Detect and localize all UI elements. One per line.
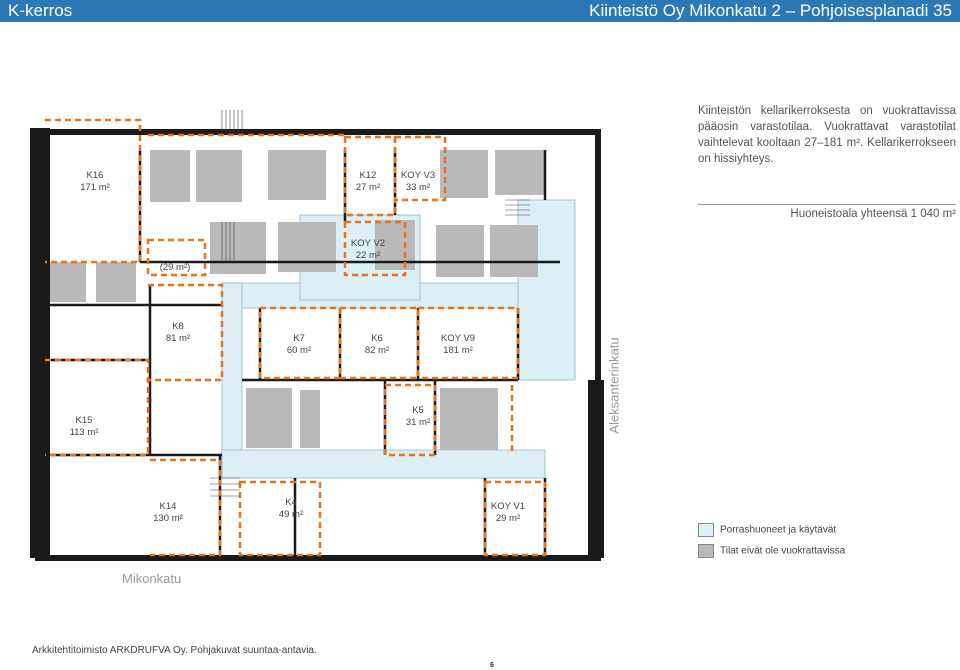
room-k5-id: K5: [412, 405, 424, 416]
description-text: Kiinteistön kellarikerroksesta on vuokra…: [698, 105, 956, 165]
room-v3-area: 33 m²: [406, 182, 430, 193]
room-k6-id: K6: [371, 333, 383, 344]
room-v3-id: KOY V3: [401, 170, 435, 181]
wall-west: [30, 128, 50, 558]
room-k4-id: K4: [285, 497, 297, 508]
room-v9-id: KOY V9: [441, 333, 475, 344]
header-bar: K-kerros Kiinteistö Oy Mikonkatu 2 – Poh…: [0, 0, 960, 22]
room-k8-id: K8: [172, 321, 184, 332]
room-k6-area: 82 m²: [365, 345, 389, 356]
legend-corridors-label: Porrashuoneet ja käytävät: [720, 524, 837, 536]
room-v2-area: 22 m²: [356, 250, 380, 261]
room-k16-area: 171 m²: [80, 182, 110, 193]
room-k5-area: 31 m²: [406, 417, 430, 428]
room-k15-area: 113 m²: [70, 427, 99, 438]
total-area: Huoneistoala yhteensä 1 040 m²: [790, 208, 956, 220]
legend-not-rentable: Tilat eivät ole vuokrattavissa: [698, 544, 845, 558]
room-shared-area: (29 m²): [160, 262, 191, 273]
room-k12-id: K12: [360, 170, 377, 181]
legend-corridors: Porrashuoneet ja käytävät: [698, 523, 836, 537]
room-k14-id: K14: [160, 501, 177, 512]
legend-not-rentable-label: Tilat eivät ole vuokrattavissa: [720, 545, 846, 557]
room-v1-id: KOY V1: [491, 501, 525, 512]
street-aleksanterinkatu: Aleksanterinkatu: [606, 337, 622, 434]
street-mikonkatu: Mikonkatu: [122, 571, 182, 586]
floor-plan: K16 171 m² K12 27 m² KOY V3 33 m² KOY V2…: [30, 110, 604, 561]
room-k7-area: 60 m²: [287, 345, 311, 356]
room-k16-id: K16: [87, 170, 104, 181]
wall-east: [588, 380, 604, 558]
divider: [698, 204, 956, 205]
page-number: 6: [490, 662, 494, 669]
room-k4-area: 49 m²: [279, 509, 303, 520]
legend-swatch-grey: [698, 544, 714, 558]
room-v9-area: 181 m²: [443, 345, 473, 356]
unit-boundaries: [45, 118, 547, 557]
room-v2-id: KOY V2: [351, 238, 385, 249]
room-v1-area: 29 m²: [496, 513, 520, 524]
room-k14-area: 130 m²: [153, 513, 183, 524]
stair-symbols: [210, 110, 530, 497]
outer-wall: [35, 129, 601, 561]
legend-swatch-corridor: [698, 523, 714, 537]
page-title: K-kerros: [8, 1, 73, 20]
room-k15-id: K15: [76, 415, 93, 426]
room-k7-id: K7: [293, 333, 305, 344]
room-labels: K16 171 m² K12 27 m² KOY V3 33 m² KOY V2…: [70, 170, 526, 524]
room-k8-area: 81 m²: [166, 333, 190, 344]
property-title: Kiinteistö Oy Mikonkatu 2 – Pohjoisespla…: [589, 1, 952, 20]
room-k12-area: 27 m²: [356, 182, 380, 193]
footer-credit: Arkkitehtitoimisto ARKDRUFVA Oy. Pohjaku…: [32, 645, 317, 656]
